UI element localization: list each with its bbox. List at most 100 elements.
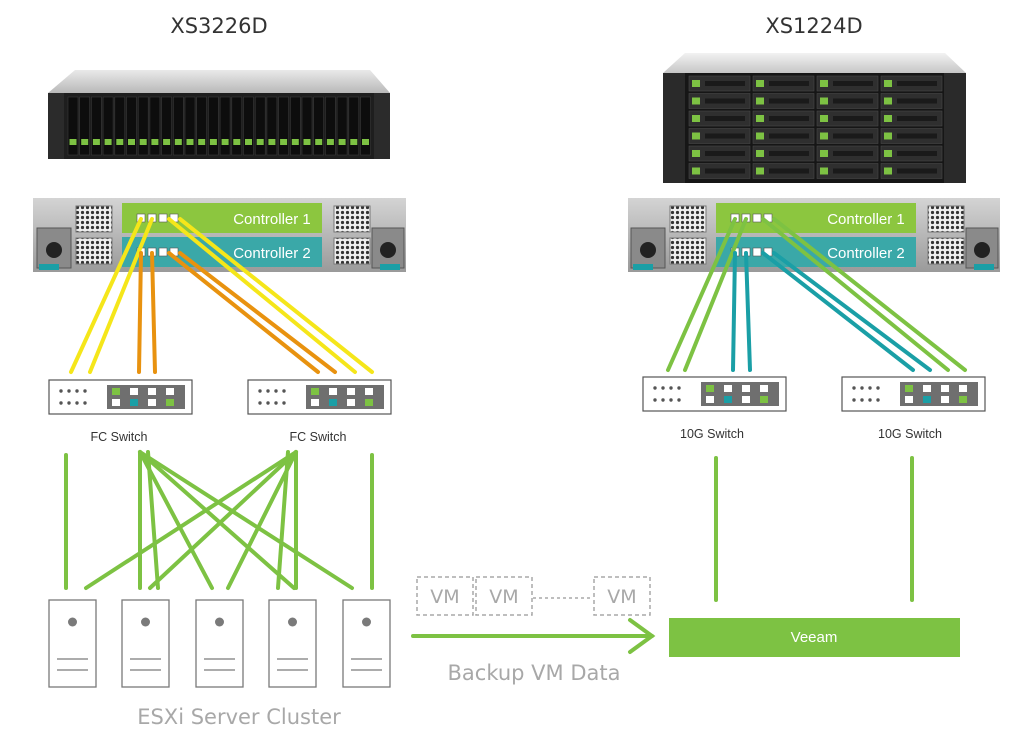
drive-handle	[897, 81, 937, 86]
drive-handle	[769, 81, 809, 86]
drive-bay	[114, 96, 126, 156]
status-dot-icon	[860, 398, 864, 402]
fc-switch-right-label: FC Switch	[290, 430, 347, 444]
status-dot-icon	[59, 401, 63, 405]
right-storage-title: XS1224D	[765, 14, 862, 38]
port-icon	[130, 388, 138, 395]
drive-led-icon	[209, 139, 217, 145]
server-fc-cables	[64, 450, 374, 590]
drive-led-icon	[820, 150, 828, 157]
power-button-icon	[141, 617, 150, 627]
backup-arrow	[411, 618, 656, 654]
left-fc-cables	[69, 217, 374, 374]
drive-led-icon	[692, 97, 700, 105]
status-dot-icon	[852, 398, 856, 402]
drive-led-icon	[291, 139, 299, 145]
drive-handle	[705, 133, 745, 139]
drive-led-icon	[116, 139, 124, 145]
drive-handle	[705, 151, 745, 156]
drive-bay	[289, 96, 301, 156]
power-socket-icon	[974, 242, 990, 258]
drive-handle	[769, 133, 809, 139]
drive-bay	[91, 96, 102, 156]
port-icon	[959, 396, 967, 403]
port-icon	[742, 385, 750, 392]
server-chassis	[48, 599, 97, 688]
drive-led-icon	[81, 139, 89, 145]
drive-bay	[67, 96, 79, 156]
status-dot-icon	[852, 386, 856, 390]
drive-led-icon	[362, 139, 369, 145]
drive-handle	[833, 168, 873, 174]
10g-switch-left	[642, 376, 787, 412]
drive-bay	[137, 96, 149, 156]
drive-handle	[897, 133, 937, 139]
port-icon	[112, 388, 120, 395]
esxi-server-cluster	[48, 599, 391, 688]
drive-handle	[705, 116, 745, 121]
port-icon	[148, 399, 156, 406]
drive-bay	[243, 96, 254, 156]
status-dot-icon	[661, 386, 665, 390]
vm-group: VM VM VM	[416, 576, 651, 616]
drive-handle	[769, 151, 809, 156]
veeam-label: Veeam	[791, 629, 838, 646]
drive-led-icon	[756, 97, 764, 105]
drive-bay-row	[67, 96, 371, 156]
status-dot-icon	[669, 398, 673, 402]
vm-box-label: VM	[489, 586, 518, 608]
drive-bay	[149, 96, 161, 156]
server-chassis	[268, 599, 317, 688]
power-button-icon	[68, 617, 77, 627]
port-icon	[760, 385, 768, 392]
port-icon	[365, 388, 373, 395]
drive-led-icon	[756, 132, 764, 140]
drive-handle	[897, 151, 937, 156]
drive-led-icon	[692, 80, 700, 87]
port-icon	[158, 213, 168, 223]
status-dot-icon	[653, 386, 657, 390]
drive-bay	[313, 96, 325, 156]
drive-handle	[769, 168, 809, 174]
veeam-server-bar	[669, 618, 960, 657]
esxi-server	[121, 599, 170, 688]
drive-handle	[897, 116, 937, 121]
fan-grille-icon	[669, 237, 707, 265]
drive-led-icon	[186, 139, 194, 145]
10g-switch-left-label: 10G Switch	[680, 427, 744, 441]
drive-led-icon	[692, 132, 700, 140]
drive-led-icon	[92, 139, 100, 145]
status-dot-icon	[868, 398, 872, 402]
port-icon	[347, 399, 355, 406]
drive-led-icon	[104, 139, 112, 145]
drive-bay	[196, 96, 207, 156]
drive-led-icon	[756, 80, 764, 87]
drive-bay	[301, 96, 313, 156]
status-dot-icon	[677, 386, 681, 390]
status-dot-icon	[83, 401, 87, 405]
port-icon	[760, 396, 768, 403]
port-icon	[923, 396, 931, 403]
power-button-icon	[288, 617, 297, 627]
drive-bay	[102, 96, 114, 156]
fc-switch-right	[247, 379, 392, 415]
status-dot-icon	[860, 386, 864, 390]
status-dot-icon	[669, 386, 673, 390]
right-controller-1-label: Controller 1	[827, 211, 905, 228]
drive-led-icon	[69, 139, 77, 145]
fan-grille-icon	[927, 237, 965, 265]
server-chassis	[342, 599, 391, 688]
port-icon	[923, 385, 931, 392]
drive-handle	[769, 98, 809, 104]
port-icon	[706, 396, 714, 403]
drive-bay	[173, 96, 184, 156]
drive-bay	[231, 96, 243, 156]
status-dot-icon	[266, 401, 270, 405]
status-dot-icon	[661, 398, 665, 402]
drive-bay	[184, 96, 196, 156]
status-dot-icon	[67, 389, 71, 393]
fan-grille-icon	[333, 205, 371, 233]
server-chassis	[195, 599, 244, 688]
drive-led-icon	[820, 80, 828, 87]
drive-led-icon	[198, 139, 206, 145]
